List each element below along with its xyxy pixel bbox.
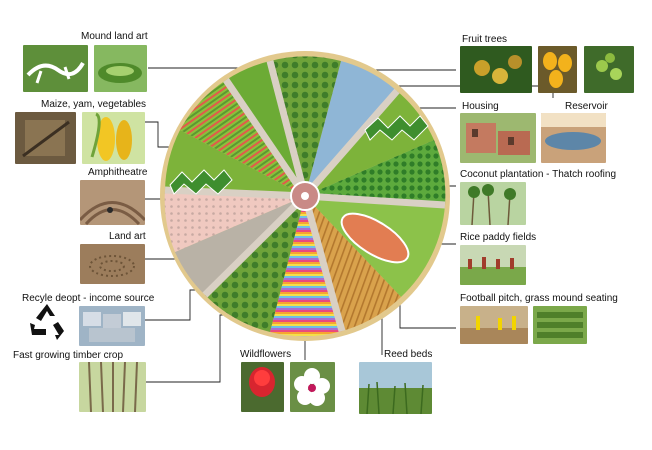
wedge-timber — [205, 196, 305, 332]
green-walls — [169, 115, 429, 195]
label-maize: Maize, yam, vegetables — [41, 99, 147, 110]
label-football: Football pitch, grass mound seating — [460, 293, 618, 304]
wedge-wildflowers — [270, 196, 342, 337]
photo-mound-land-art-2 — [94, 45, 147, 92]
photo-reed-beds — [359, 362, 432, 414]
photo-land-art — [80, 244, 145, 284]
label-reed-beds: Reed beds — [384, 349, 433, 360]
photo-wildflowers-1 — [241, 362, 284, 412]
photo-maize-1 — [15, 112, 76, 164]
photo-timber — [79, 362, 146, 412]
photo-amphitheatre — [80, 180, 145, 225]
label-coconut: Coconut plantation - Thatch roofing — [460, 169, 617, 180]
photo-fruit-trees-3 — [584, 46, 634, 93]
photo-rice — [460, 245, 526, 285]
wedge-reed-beds — [305, 196, 401, 331]
wedge-coconut — [305, 140, 446, 205]
photo-mound-land-art-1 — [23, 45, 88, 92]
photo-fruit-trees-2 — [538, 46, 577, 93]
photo-football-2 — [533, 306, 587, 344]
wedge-fruit-trees — [270, 56, 341, 197]
recycle-icon — [30, 304, 64, 340]
label-timber: Fast growing timber crop — [13, 350, 124, 361]
wedge-reservoir — [305, 61, 397, 196]
photo-fruit-trees-1 — [460, 46, 532, 93]
label-wildflowers: Wildflowers — [240, 349, 292, 360]
label-land-art: Land art — [109, 231, 146, 242]
wedge-recycle — [175, 196, 305, 295]
photo-reservoir — [541, 113, 606, 163]
pitch — [340, 212, 410, 264]
label-housing: Housing — [462, 101, 499, 112]
label-mound-land-art: Mound land art — [81, 31, 148, 42]
label-recycle: Recyle deopt - income source — [22, 293, 155, 304]
photo-wildflowers-2 — [290, 362, 335, 412]
photo-recycle — [79, 306, 145, 346]
label-rice: Rice paddy fields — [460, 232, 537, 243]
photo-maize-2 — [82, 112, 145, 164]
label-amphitheatre: Amphitheatre — [88, 167, 148, 178]
wedge-maize — [180, 80, 305, 196]
label-fruit-trees: Fruit trees — [462, 34, 508, 45]
photo-coconut — [460, 182, 526, 225]
radial-paths — [164, 60, 446, 332]
wedge-land-art — [164, 190, 305, 252]
photo-football-1 — [460, 306, 528, 344]
photo-housing — [460, 113, 536, 163]
label-reservoir: Reservoir — [565, 101, 608, 112]
